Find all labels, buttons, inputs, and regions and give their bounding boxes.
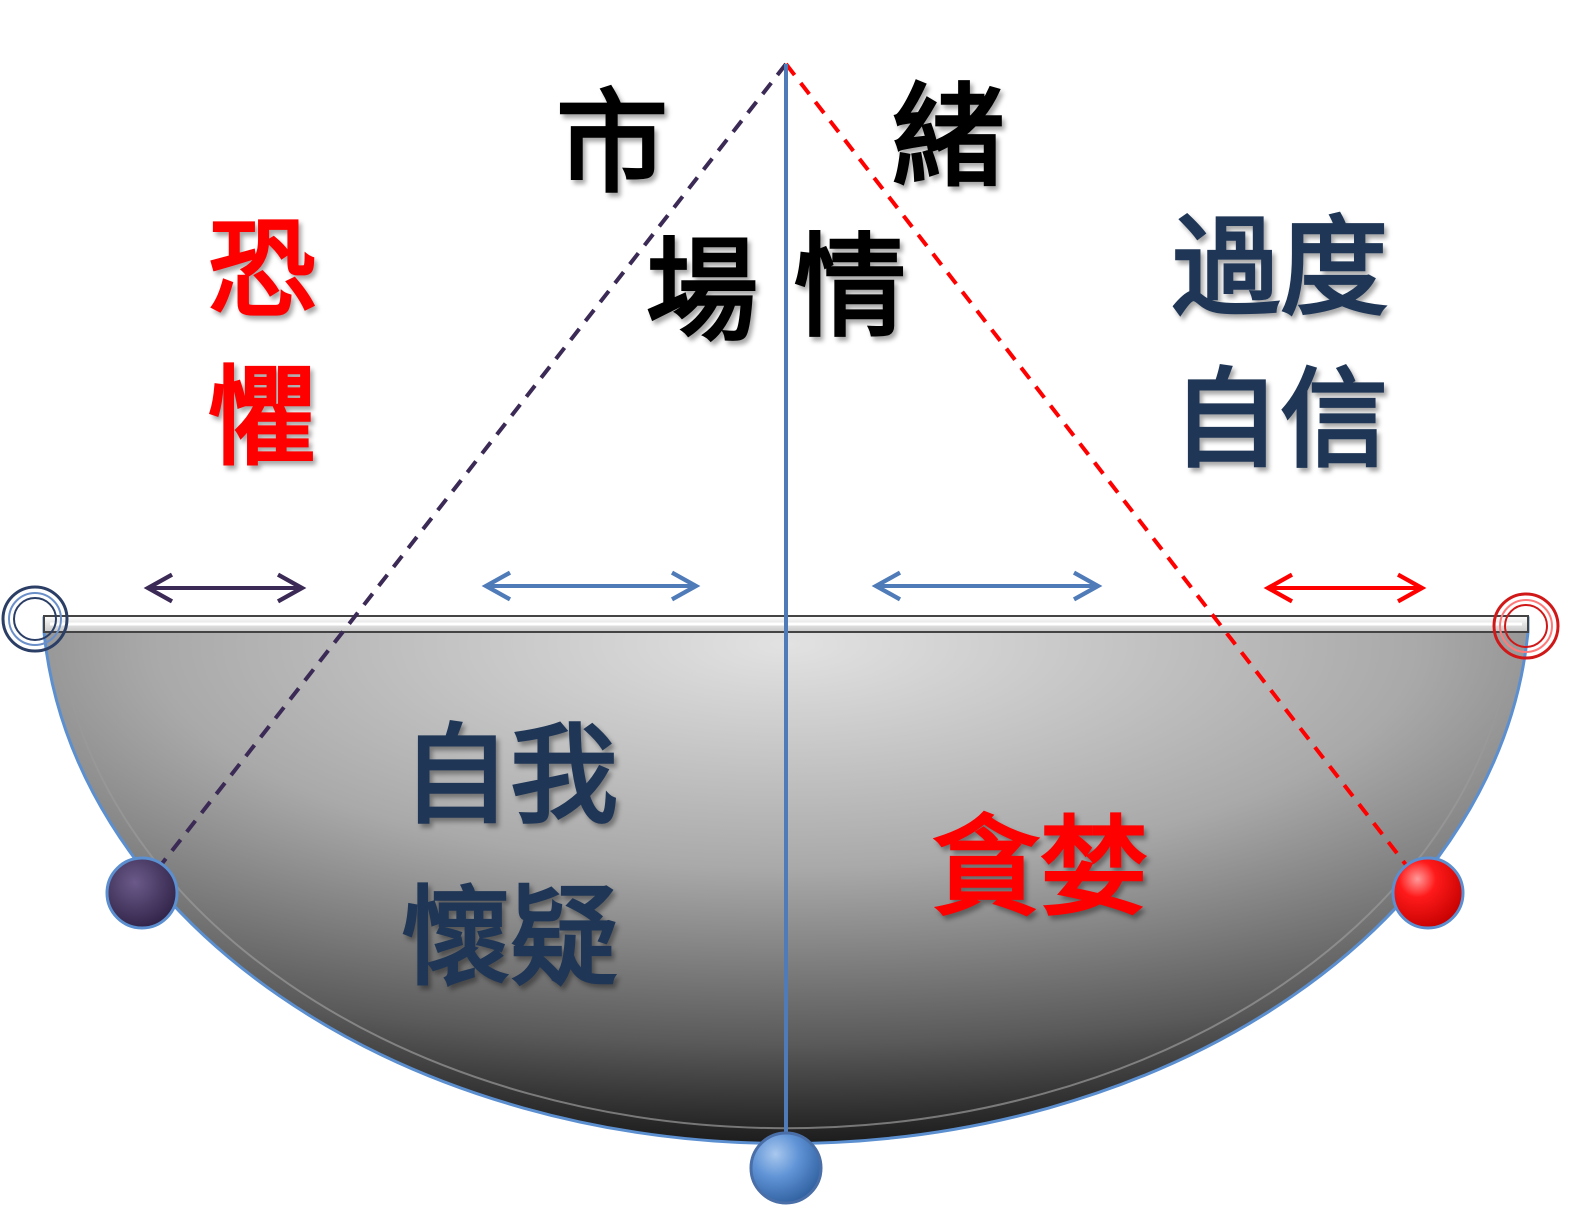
label-self-doubt-2: 懷疑 — [402, 875, 619, 1001]
right-pendulum-ball — [1391, 856, 1465, 930]
right-dashed-string — [784, 62, 1412, 872]
label-fear-1: 恐 — [208, 207, 317, 333]
center-pendulum-ball — [749, 1131, 823, 1205]
label-sentiment-1: 情 — [794, 222, 906, 353]
label-overconfidence-2: 自信 — [1172, 357, 1389, 483]
label-overconfidence-1: 過度 — [1172, 205, 1389, 331]
label-market-2: 場 — [646, 226, 758, 357]
left-dashed-string — [155, 62, 788, 872]
label-greed: 貪婪 — [932, 805, 1149, 931]
label-overconfidence: 過度 自信 — [1172, 214, 1388, 474]
left-pendulum-ball — [105, 856, 179, 930]
label-self-doubt: 自我 懷疑 — [402, 722, 618, 992]
right-rim-ring-icon — [1492, 592, 1560, 660]
label-fear-2: 懼 — [208, 355, 317, 481]
left-rim-ring-icon — [1, 585, 69, 653]
label-market-1: 市 — [556, 78, 668, 209]
label-sentiment-2: 緒 — [892, 72, 1004, 203]
label-fear: 恐 懼 — [208, 216, 316, 472]
label-self-doubt-1: 自我 — [402, 713, 619, 839]
